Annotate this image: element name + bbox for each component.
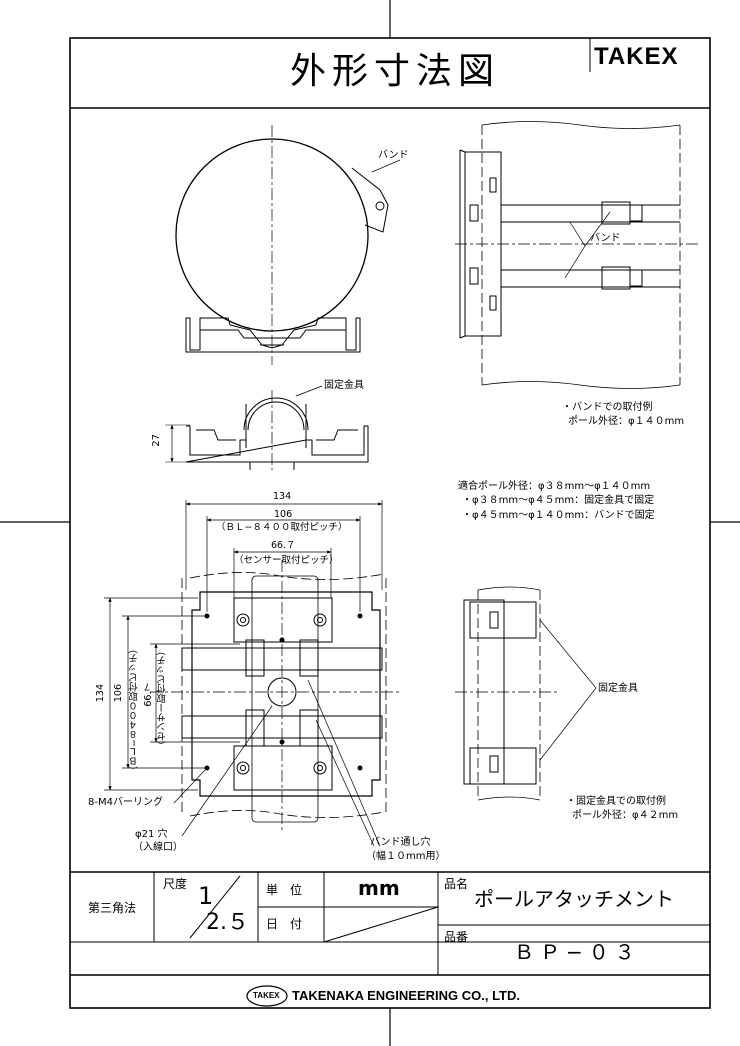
projection-method: 第三角法 [88, 901, 137, 915]
dim-134-vertical: 134 [95, 684, 106, 703]
dim-27: 27 [151, 434, 162, 447]
dim-667-vertical-sub: （センサー取付ピッチ） [157, 646, 168, 751]
page-title: 外形寸法図 [290, 51, 501, 92]
brand-logo: TAKEX [594, 43, 679, 70]
company-logo-text: TAKEX [253, 991, 280, 1000]
clamp-label-side: 固定金具 [598, 683, 638, 694]
dim-106-horizontal: 106 [274, 509, 293, 520]
front-view-dimensions [104, 500, 383, 847]
hole-21-sub: （入線口） [133, 842, 183, 853]
clamp-label-section: 固定金具 [324, 380, 364, 391]
dim-667-horizontal-sub: （センサー取付ピッチ） [234, 555, 339, 566]
dim-134-horizontal: 134 [273, 491, 292, 502]
scale-numerator: 1 [198, 882, 214, 910]
product-name: ポールアタッチメント [474, 887, 674, 911]
date-label: 日 付 [266, 917, 303, 931]
product-name-label: 品名 [444, 877, 469, 891]
unit-label: 単 位 [266, 883, 303, 897]
band-mount-note-2: ポール外径：φ１４０mm [568, 416, 685, 427]
part-number: ＢＰ−０３ [514, 940, 641, 964]
band-mount-note-1: ・バンドでの取付例 [562, 402, 653, 413]
band-hole-sub: （幅１０mm用） [366, 851, 446, 862]
dim-106-vertical-sub: （ＢＬ−８４００取付ピッチ） [129, 644, 140, 776]
scale-denominator: 2.５ [206, 910, 249, 935]
front-view-plate [150, 560, 400, 830]
dim-106-horizontal-sub: （ＢＬ−８４００取付ピッチ） [216, 522, 348, 533]
clamp-section-view [185, 390, 369, 470]
clamp-side-view [455, 586, 597, 801]
compat-note-2: ・φ３８mm〜φ４５mm：固定金具で固定 [462, 495, 655, 506]
scale-label: 尺度 [163, 877, 188, 891]
dim-106-vertical: 106 [113, 684, 124, 703]
company-name: TAKENAKA ENGINEERING CO., LTD. [292, 988, 520, 1003]
clamp-mount-note-1: ・固定金具での取付例 [566, 796, 666, 807]
band-label-top: バンド [378, 150, 409, 161]
compat-note-3: ・φ４５mm〜φ１４０mm：バンドで固定 [462, 510, 655, 521]
band-label-side: バンド [590, 233, 621, 244]
dim-667-horizontal: 66.７ [271, 540, 296, 551]
top-view-pole [175, 125, 389, 365]
band-side-view [455, 121, 700, 389]
compat-note-1: 適合ポール外径：φ３８mm〜φ１４０mm [458, 481, 651, 492]
clamp-mount-note-2: ポール外径：φ４２mm [572, 810, 679, 821]
hole-21-label: φ21 穴 [135, 829, 168, 840]
title-block-lines [70, 871, 710, 976]
company-logo-oval [246, 985, 288, 1007]
band-hole-label: バンド通し穴 [370, 837, 431, 848]
part-number-label: 品番 [444, 930, 469, 944]
unit-value: mm [358, 876, 400, 900]
dim-667-vertical: 66.７ [143, 682, 154, 707]
sheet-border [69, 37, 711, 1009]
burring-label: 8-M4バーリング [88, 797, 163, 808]
